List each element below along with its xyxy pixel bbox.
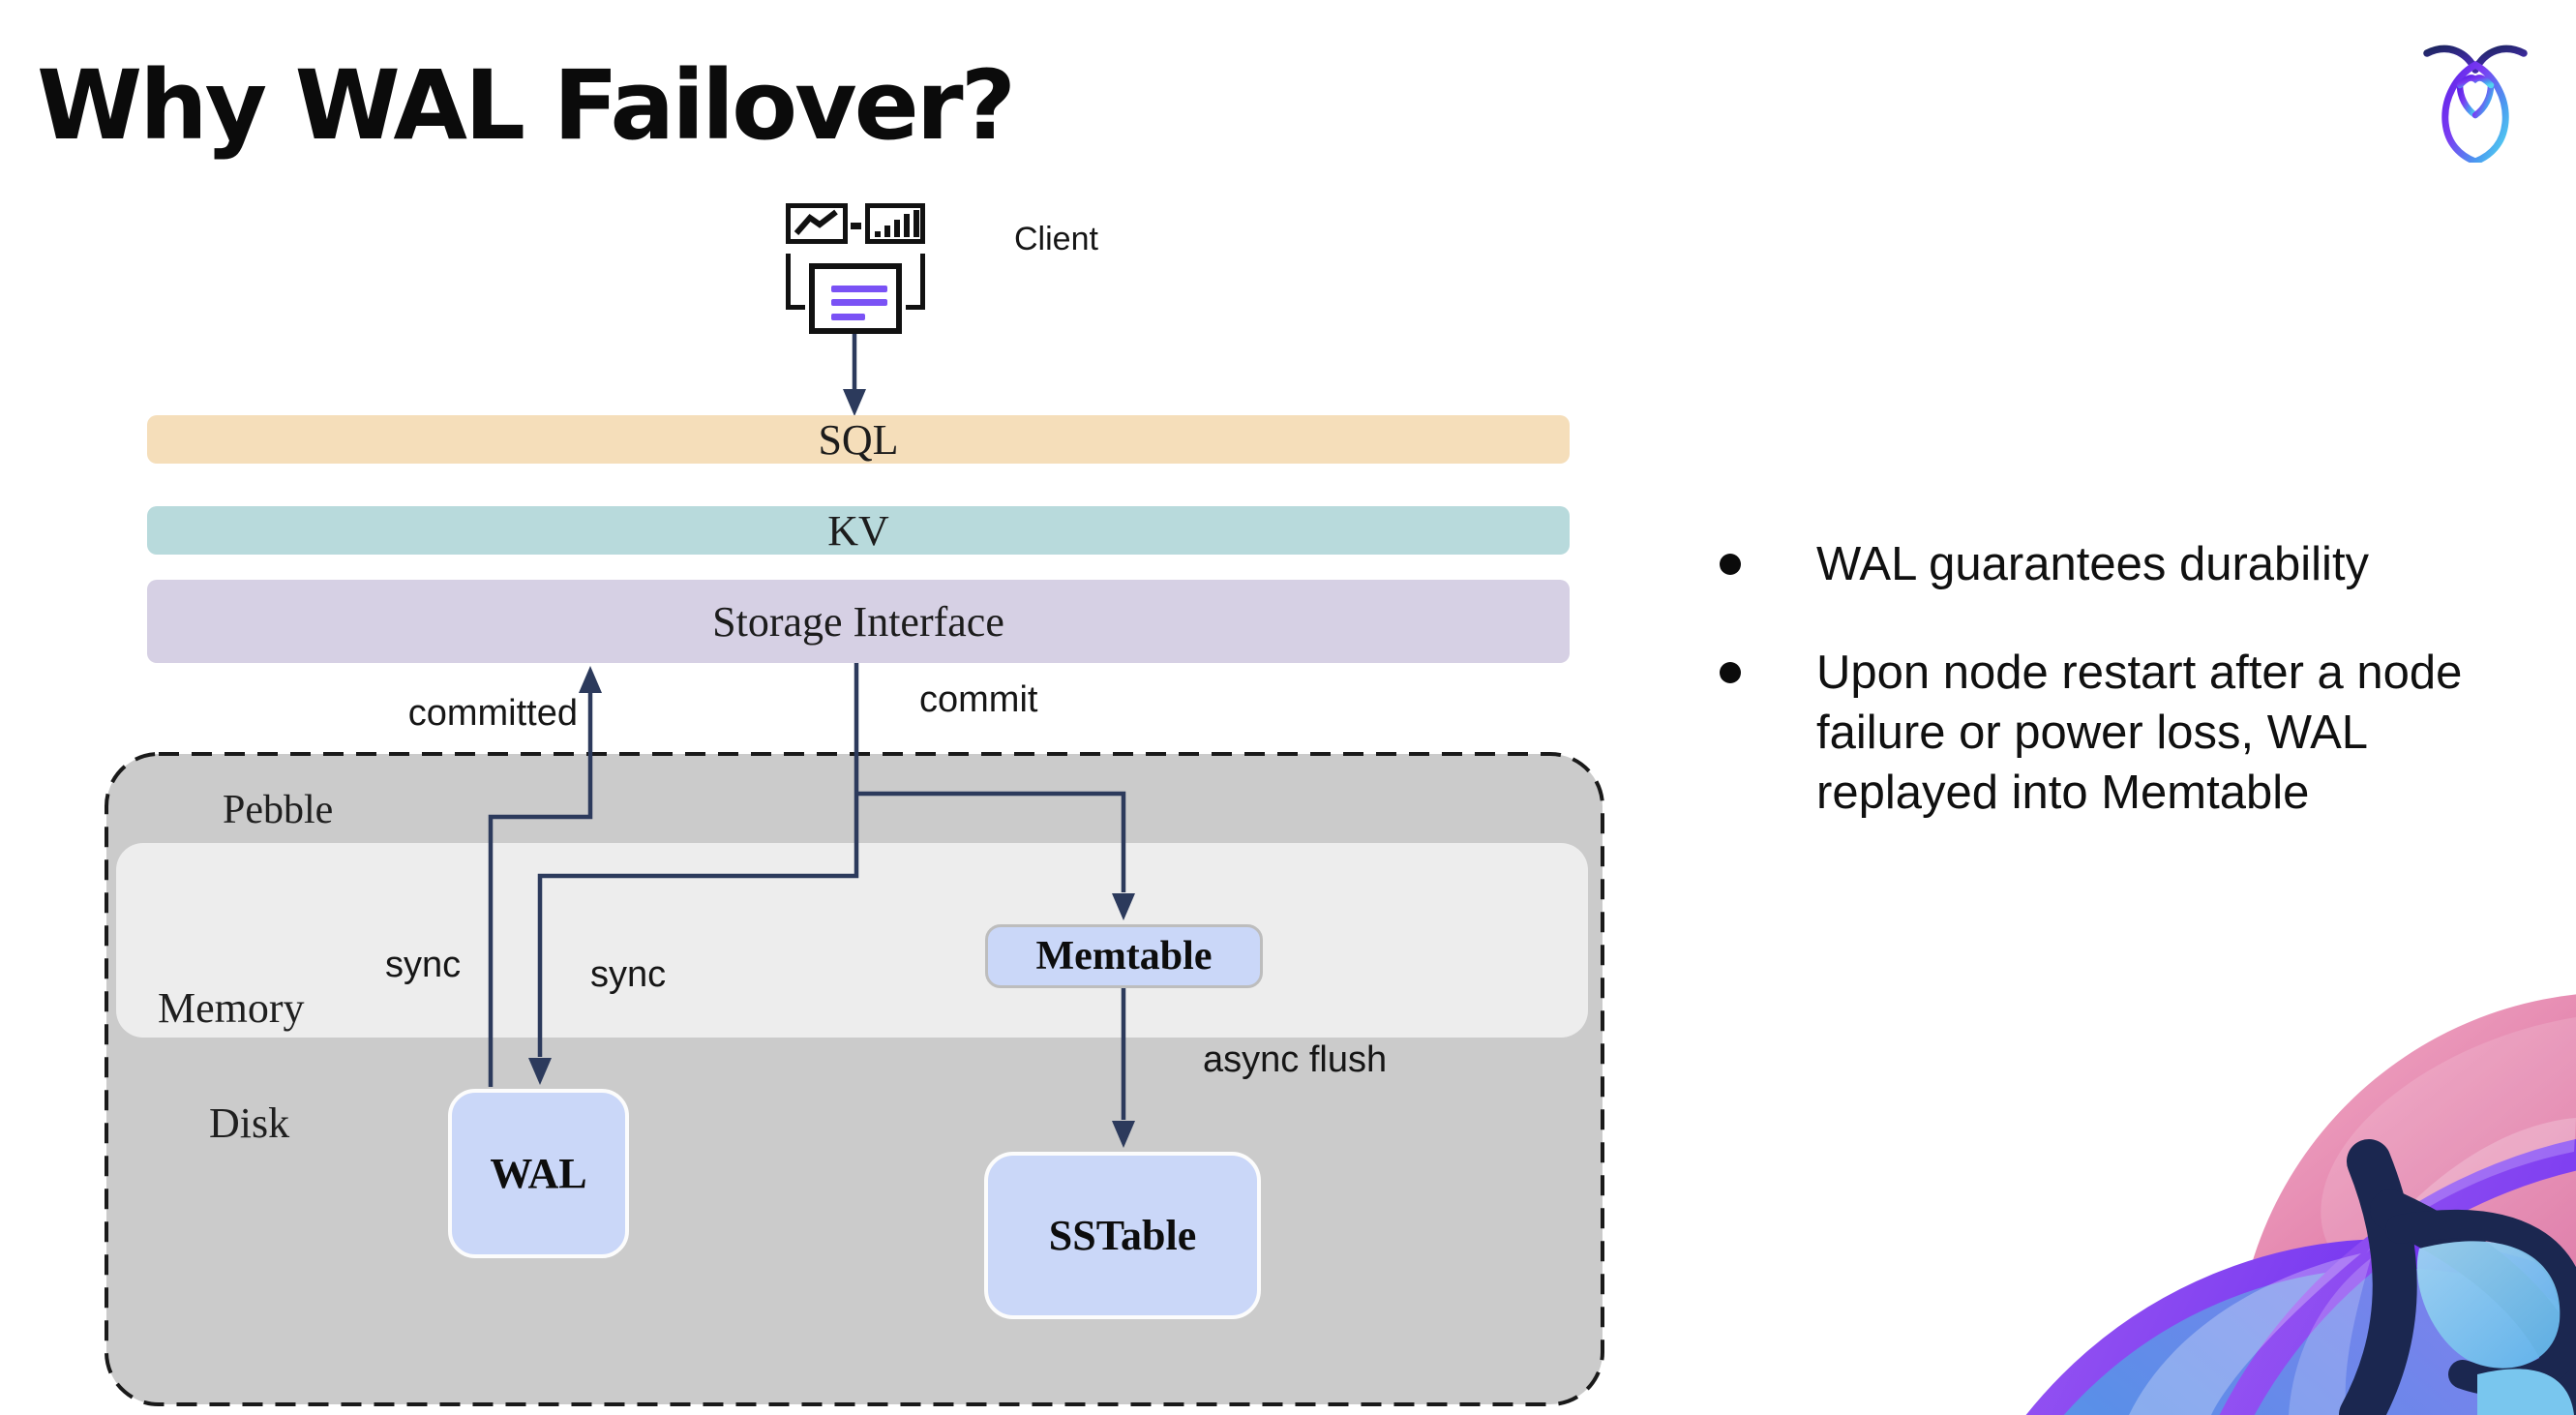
line-chart-icon	[786, 203, 848, 244]
edge-commit-sync-wal	[537, 663, 859, 1057]
doc-text-line	[831, 314, 865, 320]
edge-label-sync-committed: sync	[385, 945, 462, 985]
layer-bar-storage-interface: Storage Interface	[147, 580, 1570, 663]
leaf-shape	[2477, 1369, 2574, 1415]
bullet-text: Upon node restart after a node failure o…	[1816, 647, 2463, 819]
bullet-dot	[1720, 662, 1741, 683]
arrowhead-into-wal	[528, 1058, 552, 1085]
document-icon	[809, 263, 902, 334]
bullet-dot	[1720, 554, 1741, 575]
edge-label-async-flush: async flush	[1203, 1039, 1388, 1080]
sphere-petal	[2289, 1258, 2371, 1415]
memtable-node: Memtable	[985, 924, 1263, 988]
doc-text-line	[831, 286, 887, 292]
bullet-text: WAL guarantees durability	[1816, 538, 2370, 590]
leaf-shape	[2416, 1241, 2561, 1369]
pebble-region-label: Pebble	[223, 788, 334, 832]
sstable-node-label: SSTable	[1048, 1212, 1197, 1259]
layer-label-storage: Storage Interface	[712, 597, 1004, 646]
edge-committed	[488, 675, 593, 1087]
cockroachdb-sphere-illustration	[2025, 994, 2576, 1415]
bar-chart-icon	[865, 203, 925, 244]
memtable-node-label: Memtable	[1035, 934, 1213, 978]
sphere-petal	[2129, 1253, 2361, 1415]
sstable-node: SSTable	[984, 1152, 1261, 1319]
edge-label-sync-commit: sync	[590, 954, 667, 995]
client-label: Client	[1014, 221, 1098, 257]
monitor-frame-right	[906, 254, 925, 310]
monitor-frame-left	[786, 254, 805, 310]
arrowhead-into-sstable	[1112, 1121, 1135, 1148]
layer-bar-sql: SQL	[147, 415, 1570, 464]
disk-region-label: Disk	[209, 1099, 290, 1147]
edge-label-commit: commit	[919, 679, 1038, 720]
page-title: Why WAL Failover?	[37, 50, 1016, 162]
connector-lines	[488, 334, 1126, 1120]
edge-label-committed: committed	[407, 693, 578, 734]
wal-node-label: WAL	[490, 1150, 587, 1197]
sphere-petal	[2366, 1118, 2576, 1253]
client-workstation-icon	[782, 198, 929, 339]
icon-connector-dash	[851, 223, 861, 229]
memory-band	[116, 843, 1588, 1038]
arrowhead-into-storage	[579, 666, 602, 693]
layer-bar-kv: KV	[147, 506, 1570, 555]
doc-text-line	[831, 299, 887, 306]
arrowhead-into-sql	[843, 389, 866, 416]
bullet-item: Upon node restart after a node failure o…	[1709, 643, 2576, 823]
edge-commit-memtable	[856, 791, 1126, 892]
layer-label-sql: SQL	[818, 415, 899, 464]
layer-label-kv: KV	[827, 506, 889, 555]
arrowheads	[528, 389, 1135, 1148]
cockroachdb-logo-icon	[2423, 45, 2528, 163]
wal-node: WAL	[448, 1089, 629, 1258]
memory-region-label: Memory	[158, 984, 305, 1032]
bullet-item: WAL guarantees durability	[1709, 534, 2576, 594]
arrowhead-into-memtable	[1112, 893, 1135, 920]
bullet-list: WAL guarantees durability Upon node rest…	[1709, 534, 2576, 823]
